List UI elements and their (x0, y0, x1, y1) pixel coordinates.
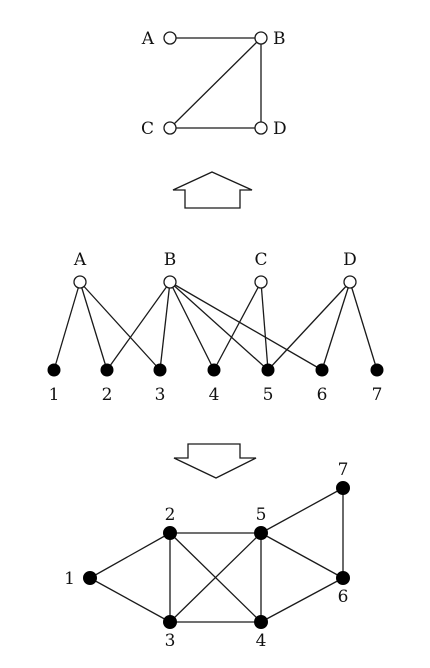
top-node-D (254, 121, 268, 135)
bottom-node-label-1: 1 (64, 569, 75, 589)
bipartite-bottom-node-4 (207, 363, 221, 377)
bottom-edge-4-6 (260, 577, 344, 623)
top-node-A (163, 31, 177, 45)
bottom-node-4 (254, 615, 268, 629)
bipartite-bottom-label-1: 1 (49, 385, 60, 405)
bipartite-top-label-B: B (164, 250, 177, 270)
up-arrow (172, 171, 253, 209)
bipartite-edge-C-5 (260, 281, 269, 371)
top-node-label-C: C (141, 119, 154, 139)
bottom-edge-1-2 (89, 532, 171, 579)
bottom-node-label-2: 2 (165, 505, 176, 525)
bipartite-top-label-C: C (254, 250, 267, 270)
bottom-edge-3-5 (169, 532, 262, 623)
bipartite-bottom-label-6: 6 (317, 385, 328, 405)
down-arrow (173, 443, 257, 479)
top-node-label-A: A (141, 29, 155, 49)
bipartite-top-node-D (343, 275, 357, 289)
bipartite-top-node-A (73, 275, 87, 289)
bipartite-edge-A-3 (79, 281, 161, 371)
bipartite-bottom-node-5 (261, 363, 275, 377)
bottom-edge-1-3 (89, 577, 171, 623)
top-node-label-B: B (273, 29, 286, 49)
bottom-node-label-7: 7 (338, 460, 349, 480)
bipartite-edge-B-6 (169, 281, 323, 371)
bottom-node-5 (254, 526, 268, 540)
bipartite-edge-D-5 (267, 281, 351, 371)
bottom-node-7 (336, 481, 350, 495)
bipartite-bottom-node-1 (47, 363, 61, 377)
bipartite-top-label-A: A (73, 250, 87, 270)
bottom-node-6 (336, 571, 350, 585)
bipartite-edge-B-5 (169, 281, 269, 371)
bipartite-edge-D-6 (321, 281, 351, 371)
bottom-edge-5-6 (260, 532, 344, 579)
bipartite-bottom-node-7 (370, 363, 384, 377)
bipartite-edge-B-3 (159, 281, 171, 371)
bipartite-bottom-node-2 (100, 363, 114, 377)
bottom-node-2 (163, 526, 177, 540)
bipartite-bottom-label-5: 5 (263, 385, 274, 405)
top-edge-B-C (169, 37, 262, 129)
bipartite-top-node-C (254, 275, 268, 289)
bipartite-edge-D-7 (349, 281, 378, 371)
bottom-node-label-3: 3 (165, 631, 176, 651)
bipartite-edge-B-4 (169, 281, 215, 371)
bipartite-edge-C-4 (213, 281, 262, 371)
bipartite-bottom-node-6 (315, 363, 329, 377)
bipartite-bottom-label-2: 2 (102, 385, 113, 405)
bottom-graph-edges (89, 487, 344, 623)
bipartite-edge-A-2 (79, 281, 108, 371)
bipartite-edge-B-2 (106, 281, 171, 371)
bottom-edge-5-7 (260, 487, 344, 534)
top-graph-edges (169, 37, 262, 129)
bottom-node-label-5: 5 (256, 505, 267, 525)
bipartite-top-node-B (163, 275, 177, 289)
bottom-graph-nodes: 1 2 3 4 5 6 7 (64, 460, 350, 651)
top-node-C (163, 121, 177, 135)
bottom-node-1 (83, 571, 97, 585)
bipartite-bottom-label-3: 3 (155, 385, 166, 405)
bipartite-graph-edges (53, 281, 378, 371)
bipartite-graph-nodes: A B C D 1 2 3 4 5 6 7 (47, 250, 384, 405)
bipartite-bottom-label-4: 4 (209, 385, 220, 405)
bipartite-bottom-label-7: 7 (372, 385, 383, 405)
bipartite-top-label-D: D (343, 250, 357, 270)
bottom-node-label-6: 6 (338, 587, 349, 607)
top-node-B (254, 31, 268, 45)
bottom-node-3 (163, 615, 177, 629)
top-node-label-D: D (273, 119, 287, 139)
bipartite-edge-A-1 (53, 281, 81, 371)
bottom-node-label-4: 4 (256, 631, 267, 651)
bipartite-bottom-node-3 (153, 363, 167, 377)
top-graph-nodes: A B C D (141, 29, 287, 139)
